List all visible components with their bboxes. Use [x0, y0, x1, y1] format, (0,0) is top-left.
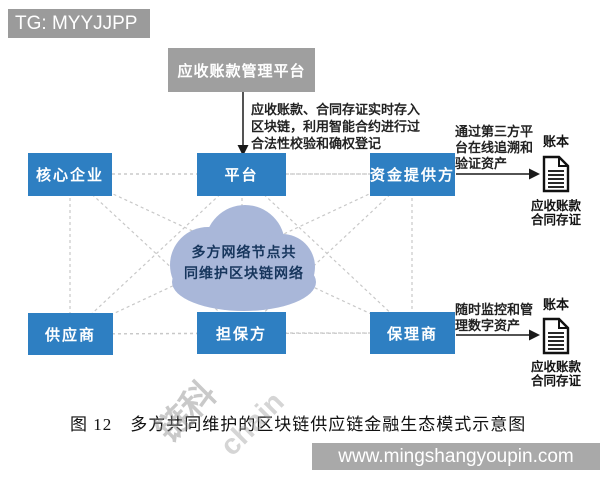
trace-verify-annotation: 通过第三方平 台在线追溯和 验证资产	[455, 124, 547, 172]
node-guarantor: 担保方	[197, 312, 286, 354]
annotation-line: 区块链，利用智能合约进行过	[251, 119, 421, 134]
node-factor: 保理商	[370, 312, 455, 354]
doc-caption-line: 应收账款	[530, 360, 581, 374]
platform-annotation: 应收账款、合同存证实时存入 区块链，利用智能合约进行过 合法性校验和确权登记	[251, 101, 441, 152]
node-supplier: 供应商	[28, 313, 113, 355]
cloud-label-line: 多方网络节点共	[191, 246, 297, 261]
document-icon-top	[542, 155, 570, 193]
annotation-line: 通过第三方平	[455, 124, 534, 139]
receivables-platform-box: 应收账款管理平台	[168, 48, 315, 92]
doc-caption-line: 应收账款	[530, 199, 581, 213]
annotation-line: 随时监控和管	[455, 302, 534, 317]
node-core-enterprise: 核心企业	[28, 153, 112, 196]
annotation-line: 应收账款、合同存证实时存入	[251, 102, 421, 117]
doc-caption-top: 应收账款 合同存证	[524, 199, 588, 227]
node-fund-provider: 资金提供方	[370, 153, 455, 196]
annotation-line: 合法性校验和确权登记	[251, 136, 382, 151]
blockchain-cloud-icon	[170, 205, 316, 311]
doc-caption-bottom: 应收账款 合同存证	[524, 360, 588, 388]
annotation-line: 台在线追溯和	[455, 140, 534, 155]
footer-url-watermark: www.mingshangyoupin.com	[312, 443, 600, 470]
tg-watermark-badge: TG: MYYJJPP	[8, 9, 150, 38]
doc-caption-line: 合同存证	[530, 374, 581, 388]
monitor-manage-annotation: 随时监控和管 理数字资产	[455, 302, 547, 334]
solid-arrows	[237, 92, 540, 341]
node-platform: 平台	[197, 153, 286, 196]
annotation-line: 理数字资产	[455, 318, 521, 333]
document-icon-bottom	[542, 317, 570, 355]
figure-caption: 图 12 多方共同维护的区块链供应链金融生态模式示意图	[70, 415, 527, 434]
cloud-label-line: 同维护区块链网络	[184, 267, 304, 282]
ledger-label-top: 账本	[542, 134, 569, 149]
cloud-label: 多方网络节点共 同维护区块链网络	[178, 243, 310, 285]
doc-caption-line: 合同存证	[530, 213, 581, 227]
annotation-line: 验证资产	[455, 156, 508, 171]
ledger-label-bottom: 账本	[542, 297, 569, 312]
